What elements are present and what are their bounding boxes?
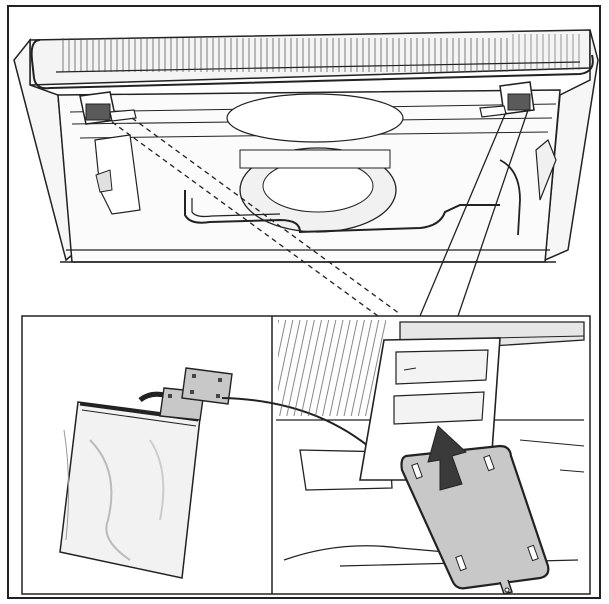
tubing-lines: [184, 139, 557, 236]
plastic-bag-icon: [59, 401, 201, 579]
insert-arrow-icon: [427, 425, 467, 491]
bracket-detail: [276, 320, 585, 567]
right-bracket-icon: [479, 81, 535, 118]
left-bracket-icon: [79, 91, 141, 215]
condenser-coil-icon: [30, 34, 594, 90]
spacer-plates-icon: [138, 367, 233, 421]
fan-icon: [226, 93, 404, 233]
callout-lines: [111, 109, 529, 317]
spacer-plate-icon: [400, 444, 550, 595]
